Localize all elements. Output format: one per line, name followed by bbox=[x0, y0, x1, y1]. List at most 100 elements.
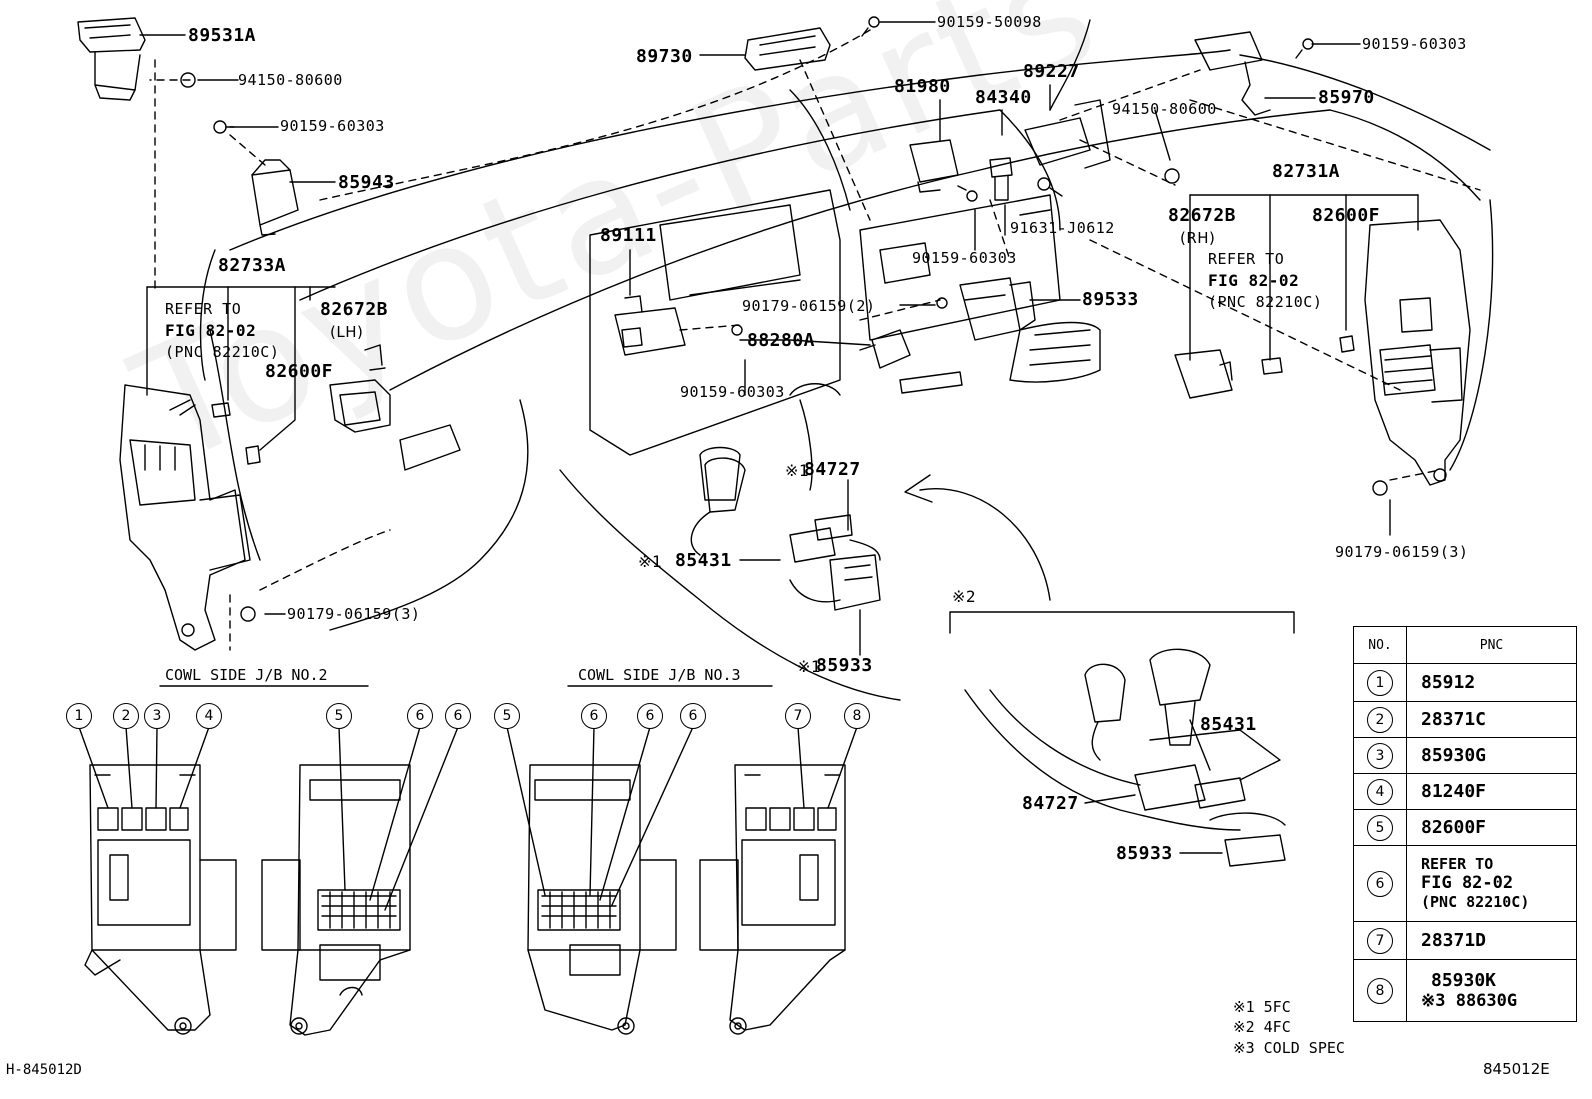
relay-89533 bbox=[959, 277, 1036, 341]
jb3-panel-right bbox=[699, 764, 846, 1035]
row-pnc[interactable]: 85912 bbox=[1406, 663, 1577, 702]
row-pnc[interactable]: 28371D bbox=[1406, 921, 1577, 960]
row-number: 5 bbox=[1367, 814, 1393, 841]
row-pnc-cold-spec[interactable]: ※3 88630G bbox=[1421, 991, 1518, 1011]
detail-note-mark: ※2 bbox=[952, 587, 977, 606]
part-label-82600F-left[interactable]: 82600F bbox=[265, 361, 334, 382]
part-label-90159-60303-console[interactable]: 90159-60303 bbox=[680, 383, 785, 401]
module-85970 bbox=[1194, 31, 1271, 116]
row-pnc-multi[interactable]: 85930K ※3 88630G bbox=[1406, 959, 1577, 1022]
part-label-89730[interactable]: 89730 bbox=[636, 46, 693, 67]
part-label-82672B-rh[interactable]: 82672B bbox=[1168, 205, 1237, 226]
note-mark-84727: ※1 bbox=[785, 461, 810, 480]
refer-left-line2[interactable]: FIG 82-02 bbox=[165, 321, 257, 340]
table-row[interactable]: 8 85930K ※3 88630G bbox=[1353, 959, 1577, 1022]
jb-callout-leaders bbox=[78, 726, 858, 911]
callout-2[interactable]: 2 bbox=[113, 703, 139, 729]
table-row[interactable]: 4 81240F bbox=[1353, 773, 1577, 810]
relay-85943 bbox=[251, 159, 299, 236]
part-label-85431[interactable]: 85431 bbox=[675, 550, 732, 571]
part-label-89227[interactable]: 89227 bbox=[1023, 61, 1080, 82]
callout-5[interactable]: 5 bbox=[326, 703, 352, 729]
table-row[interactable]: 2 28371C bbox=[1353, 701, 1577, 738]
row-number: 1 bbox=[1367, 669, 1393, 696]
note-mark-85933: ※1 bbox=[797, 657, 822, 676]
table-row[interactable]: 1 85912 bbox=[1353, 663, 1577, 702]
header-pnc: PNC bbox=[1406, 626, 1577, 664]
screw-90159-50098-icon bbox=[861, 16, 880, 37]
callout-7[interactable]: 7 bbox=[785, 703, 811, 729]
part-label-89533[interactable]: 89533 bbox=[1082, 289, 1139, 310]
part-label-82731A[interactable]: 82731A bbox=[1272, 161, 1341, 182]
rh-label: (RH) bbox=[1180, 229, 1216, 247]
callout-6[interactable]: 6 bbox=[680, 703, 706, 729]
footer-left-id: H-845012D bbox=[6, 1062, 82, 1078]
table-row[interactable]: 7 28371D bbox=[1353, 921, 1577, 960]
part-label-94150-80600[interactable]: 94150-80600 bbox=[238, 71, 343, 89]
nut-94150-icon bbox=[180, 72, 196, 88]
part-label-84727-detail[interactable]: 84727 bbox=[1022, 793, 1079, 814]
relay-89531A bbox=[77, 17, 146, 101]
part-label-88280A[interactable]: 88280A bbox=[747, 330, 816, 351]
part-label-81980[interactable]: 81980 bbox=[894, 76, 951, 97]
part-label-84727[interactable]: 84727 bbox=[804, 459, 861, 480]
part-label-82672B-lh[interactable]: 82672B bbox=[320, 299, 389, 320]
row-pnc[interactable]: 81240F bbox=[1406, 773, 1577, 810]
detail-arrow bbox=[904, 474, 1051, 601]
footer-right-id: 845012E bbox=[1483, 1060, 1550, 1078]
part-label-90159-60303-right[interactable]: 90159-60303 bbox=[1362, 35, 1467, 53]
callout-6[interactable]: 6 bbox=[581, 703, 607, 729]
nut-90179-icon-right bbox=[1372, 480, 1388, 496]
detail-bracket bbox=[949, 611, 1295, 634]
row-number: 6 bbox=[1367, 870, 1393, 897]
row-pnc[interactable]: 85930K bbox=[1431, 970, 1497, 991]
part-label-90159-60303-mid[interactable]: 90159-60303 bbox=[912, 249, 1017, 267]
part-label-85943[interactable]: 85943 bbox=[338, 172, 395, 193]
part-label-90179-06159-2[interactable]: 90179-06159(2) bbox=[742, 297, 876, 315]
callout-6[interactable]: 6 bbox=[407, 703, 433, 729]
row-number: 4 bbox=[1367, 778, 1393, 805]
part-label-85431-detail[interactable]: 85431 bbox=[1200, 714, 1257, 735]
part-label-84340[interactable]: 84340 bbox=[975, 87, 1032, 108]
row-pnc[interactable]: 82600F bbox=[1406, 809, 1577, 846]
screw-90159-60303-icon-mid bbox=[957, 185, 978, 202]
part-label-85970[interactable]: 85970 bbox=[1318, 87, 1375, 108]
part-label-90179-06159-3-right[interactable]: 90179-06159(3) bbox=[1335, 543, 1469, 561]
junction-block-rh bbox=[1364, 219, 1471, 486]
fuse-82210C-icon-left bbox=[211, 402, 231, 418]
part-label-82600F-right[interactable]: 82600F bbox=[1312, 205, 1381, 226]
fuse-82600F-icon-left bbox=[245, 445, 261, 465]
row-pnc[interactable]: 28371C bbox=[1406, 701, 1577, 738]
module-89227 bbox=[1024, 99, 1180, 184]
table-row[interactable]: 6 REFER TO FIG 82-02 (PNC 82210C) bbox=[1353, 845, 1577, 922]
callout-4[interactable]: 4 bbox=[196, 703, 222, 729]
detail-console bbox=[964, 648, 1286, 867]
part-label-90179-06159-3-left[interactable]: 90179-06159(3) bbox=[287, 605, 421, 623]
part-label-91631-J0612[interactable]: 91631-J0612 bbox=[1010, 219, 1115, 237]
row-number: 7 bbox=[1367, 927, 1393, 954]
refer-right-line2[interactable]: FIG 82-02 bbox=[1208, 271, 1300, 290]
callout-3[interactable]: 3 bbox=[144, 703, 170, 729]
callout-8[interactable]: 8 bbox=[844, 703, 870, 729]
part-label-89111[interactable]: 89111 bbox=[600, 225, 657, 246]
row-pnc-reference[interactable]: REFER TO FIG 82-02 (PNC 82210C) bbox=[1406, 845, 1577, 922]
module-89730 bbox=[744, 27, 831, 71]
part-label-85933-detail[interactable]: 85933 bbox=[1116, 843, 1173, 864]
part-label-90159-60303[interactable]: 90159-60303 bbox=[280, 117, 385, 135]
table-row[interactable]: 3 85930G bbox=[1353, 737, 1577, 774]
callout-5[interactable]: 5 bbox=[494, 703, 520, 729]
row-pnc[interactable]: 85930G bbox=[1406, 737, 1577, 774]
relay-bracket-82672B-lh bbox=[329, 344, 391, 433]
row-ref-line2[interactable]: FIG 82-02 bbox=[1421, 873, 1514, 893]
part-label-94150-80600-right[interactable]: 94150-80600 bbox=[1112, 100, 1217, 118]
note-line-3: ※3 COLD SPEC bbox=[1233, 1039, 1345, 1057]
pnc-table: NO. PNC 1 85912 2 28371C 3 85930G 4 8124… bbox=[1353, 626, 1577, 1022]
table-row[interactable]: 5 82600F bbox=[1353, 809, 1577, 846]
callout-1[interactable]: 1 bbox=[66, 703, 92, 729]
part-label-85933[interactable]: 85933 bbox=[816, 655, 873, 676]
part-label-89531A[interactable]: 89531A bbox=[188, 25, 257, 46]
part-label-90159-50098[interactable]: 90159-50098 bbox=[937, 13, 1042, 31]
part-label-82733A[interactable]: 82733A bbox=[218, 255, 287, 276]
callout-6[interactable]: 6 bbox=[445, 703, 471, 729]
callout-6[interactable]: 6 bbox=[637, 703, 663, 729]
